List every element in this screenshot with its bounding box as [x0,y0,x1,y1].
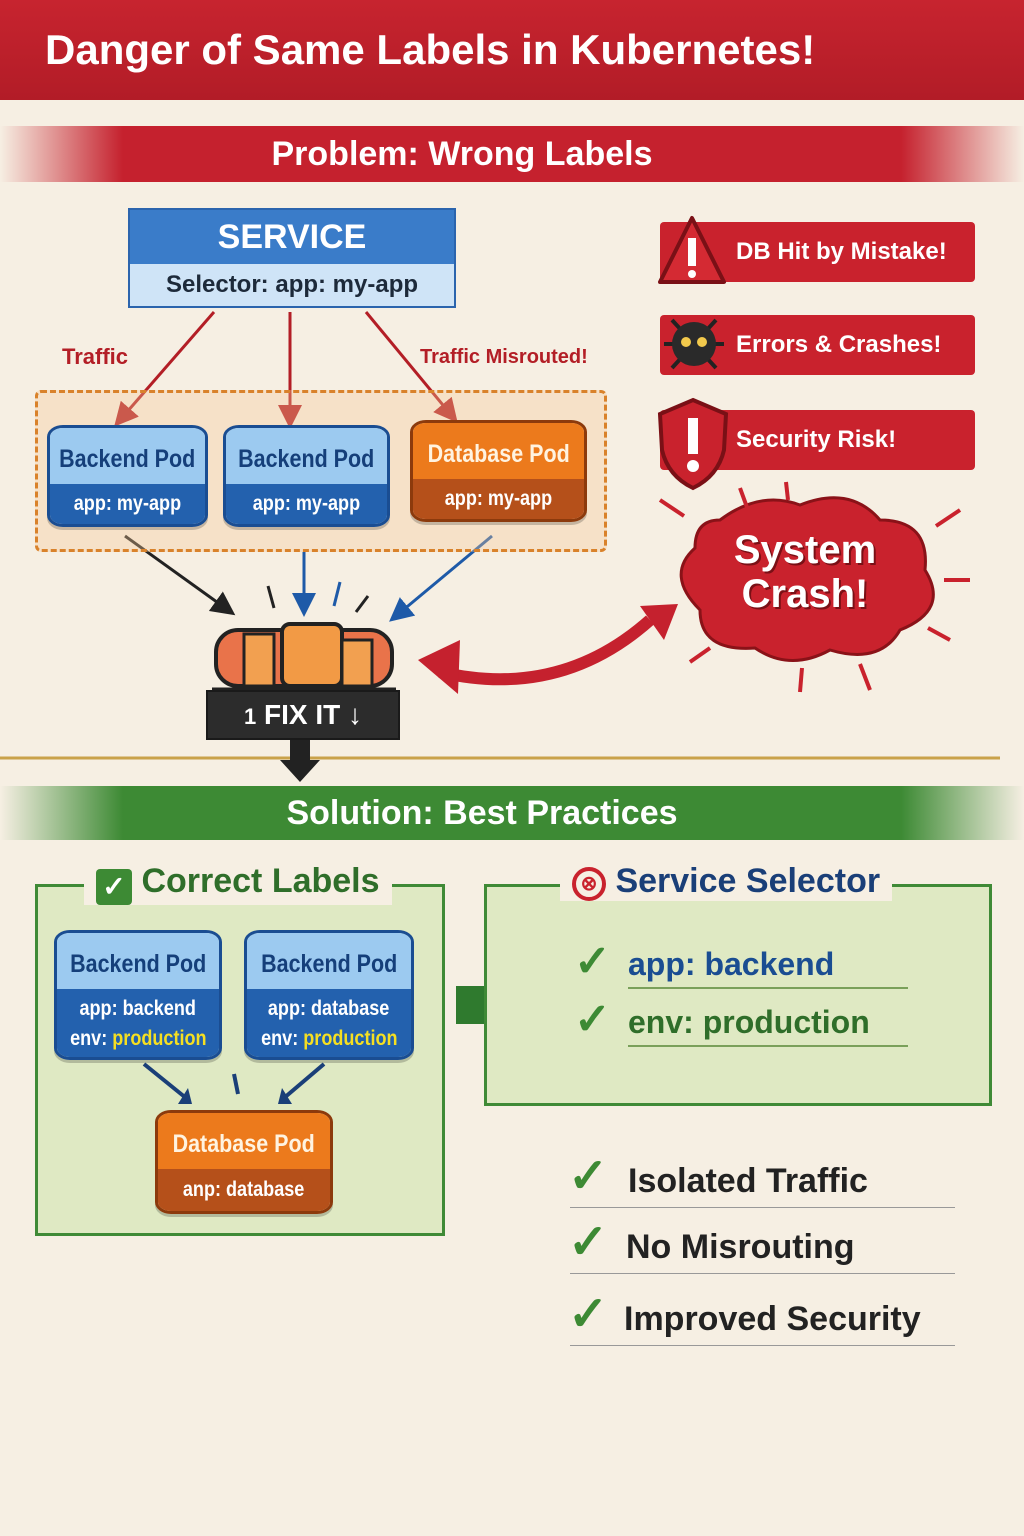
service-selector-title: ⊗ Service Selector [560,862,893,901]
misrouted-label: Traffic Misrouted! [420,346,588,368]
pod-name: Backend Pod [238,444,375,473]
crash-line-1: System [733,528,877,572]
down-arrow [280,740,320,782]
pod-name: Backend Pod [69,949,207,978]
title-text: Service Selector [615,862,881,900]
backend-pod-2: Backend Pod app: my-app [223,425,390,527]
shield-alert-icon [657,397,729,491]
pod-label: anp: database [183,1178,305,1201]
check-icon: ✓ [574,937,611,986]
pod-name: Database Pod [427,439,570,468]
database-pod-correct: Database Pod anp: database [155,1110,333,1214]
pod-name: Backend Pod [59,444,196,473]
target-icon: ⊗ [572,867,606,901]
alert-text: Security Risk! [736,426,897,453]
benefit-item: Isolated Traffic [570,1162,955,1208]
check-icon: ✓ [574,995,611,1044]
bug-icon [664,318,724,370]
backend-pod-correct-1: Backend Pod app: backend env: production [54,930,222,1060]
problem-banner: Problem: Wrong Labels [0,126,1024,182]
benefit-item: Improved Security [570,1300,955,1346]
arrows-layer [0,311,1000,782]
title-text: Correct Labels [141,862,380,900]
correct-labels-title: ✓ Correct Labels [84,862,392,905]
pod-arrows [142,1062,326,1104]
check-icon: ✓ [568,1288,609,1341]
warning-triangle-icon [658,216,726,284]
alert-text: DB Hit by Mistake! [736,238,947,265]
backend-pod-1: Backend Pod app: my-app [47,425,208,527]
service-selector: Selector: app: my-app [130,264,454,306]
pod-name: Database Pod [172,1129,316,1158]
fix-it-icon [212,622,396,693]
fix-it-button[interactable]: 1 FIX IT ↓ [208,692,398,738]
backend-pod-correct-2: Backend Pod app: database env: productio… [244,930,414,1060]
database-pod: Database Pod app: my-app [410,420,587,522]
checkbox-icon: ✓ [96,869,132,905]
fix-number: 1 [243,704,257,729]
pod-env-label: env: production [260,1027,398,1050]
page-title: Danger of Same Labels in Kubernetes! [0,0,1024,100]
crash-line-2: Crash! [741,572,869,616]
alert-text: Errors & Crashes! [736,331,942,358]
fix-label: FIX IT [264,699,341,730]
traffic-label: Traffic [62,344,129,369]
solution-banner: Solution: Best Practices [0,786,1024,840]
pod-app-label: app: backend [79,997,197,1020]
service-title: SERVICE [130,210,454,264]
pod-label: app: my-app [73,492,182,515]
check-icon: ✓ [568,1216,609,1269]
service-selector-panel [484,884,992,1106]
arrow-down-icon: ↓ [348,699,363,730]
service-box: SERVICE Selector: app: my-app [128,208,456,308]
crash-cloud [658,481,970,693]
crash-double-arrow [438,615,654,686]
selector-item: env: production [628,1004,908,1047]
pod-label: app: my-app [252,492,361,515]
pod-label: app: my-app [444,487,553,510]
traffic-arrows [114,311,493,622]
benefit-item: No Misrouting [570,1228,955,1274]
check-icon: ✓ [568,1150,609,1203]
pod-env-label: env: production [69,1027,207,1050]
selector-item: app: backend [628,946,908,989]
pod-app-label: app: database [268,997,390,1020]
pod-name: Backend Pod [260,949,398,978]
